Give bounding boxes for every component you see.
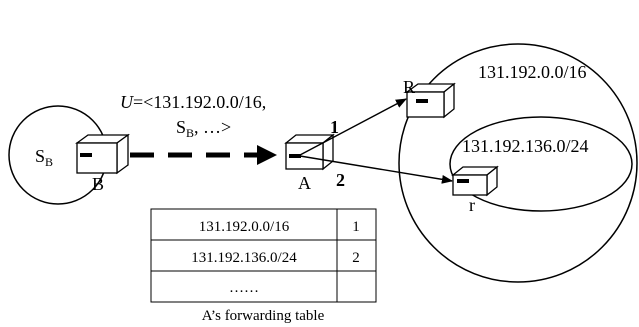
inner-network-ellipse <box>449 116 633 212</box>
inner-prefix-label: 131.192.136.0/24 <box>462 136 589 156</box>
forwarding-table: 131.192.0.0/16 1 131.192.136.0/24 2 …… A… <box>150 208 377 324</box>
link-a-to-big-r <box>299 98 407 156</box>
outer-prefix-label: 131.192.0.0/16 <box>478 62 587 82</box>
router-small-r-label: r <box>469 195 475 215</box>
table-caption: A’s forwarding table <box>202 308 325 324</box>
sb-label: SB <box>35 146 53 169</box>
table-row-1-interface: 1 <box>352 219 360 235</box>
router-b-label: B <box>92 174 104 194</box>
router-b[interactable] <box>75 133 130 175</box>
table-row-3-prefix: …… <box>229 280 259 296</box>
router-big-r-label: R <box>403 77 415 97</box>
router-a-label: A <box>298 173 311 193</box>
advertisement-line2: SB, …> <box>176 117 231 140</box>
router-b-port <box>80 153 92 157</box>
table-row-1-prefix: 131.192.0.0/16 <box>199 219 290 235</box>
interface-1-label: 1 <box>330 117 339 137</box>
router-a[interactable] <box>284 133 335 171</box>
router-small-r[interactable] <box>451 165 499 197</box>
link-a-to-small-r <box>299 155 454 184</box>
router-big-r[interactable] <box>405 82 456 119</box>
router-small-r-port <box>457 179 469 183</box>
router-big-r-port <box>416 99 428 103</box>
advertisement-line1: U=<131.192.0.0/16, <box>120 92 266 112</box>
table-row-2-prefix: 131.192.136.0/24 <box>191 250 297 266</box>
outer-network-circle <box>398 43 638 283</box>
router-a-port <box>289 154 301 158</box>
advertisement-arrow-head <box>257 145 277 165</box>
interface-2-label: 2 <box>336 170 345 190</box>
table-row-2-interface: 2 <box>352 250 360 266</box>
